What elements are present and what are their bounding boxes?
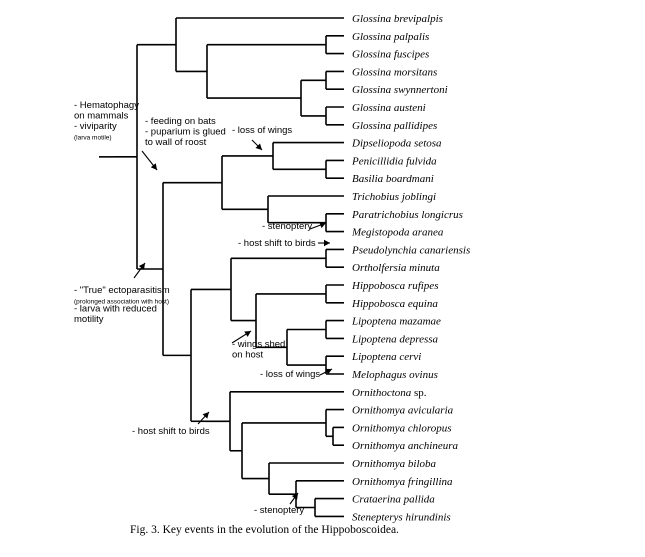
annotation-host-shift-birds-2: - host shift to birds <box>132 426 210 437</box>
taxon-label: Paratrichobius longicrus <box>351 209 463 221</box>
annotation-bats: - puparium is glued <box>145 127 226 138</box>
annotation-arrow <box>197 411 210 425</box>
taxon-label: Pseudolynchia canariensis <box>351 244 470 256</box>
annotation-true-ectoparasitism: motility <box>74 314 104 325</box>
annotation-bats: - feeding on bats <box>145 116 216 127</box>
taxon-label: Lipoptena cervi <box>351 351 421 363</box>
taxon-label: Stenepterys hirundinis <box>352 511 451 523</box>
annotation-bats: to wall of roost <box>145 137 207 148</box>
taxon-label: Basilia boardmani <box>352 173 434 185</box>
taxon-label: Ornithomya biloba <box>352 458 437 470</box>
annotation-arrow <box>319 368 333 376</box>
annotation-hematophagy: - Hematophagy <box>74 100 139 111</box>
taxon-label: Glossina pallidipes <box>352 120 437 132</box>
tree-branches <box>99 17 344 518</box>
annotation-arrow <box>309 222 327 230</box>
taxon-label: Dipseliopoda setosa <box>351 138 442 150</box>
figure-caption: Fig. 3. Key events in the evolution of t… <box>130 524 399 536</box>
taxon-label: Ornithomya chloropus <box>352 422 452 434</box>
taxon-label: Ortholfersia minuta <box>352 262 440 274</box>
annotation-arrow <box>141 150 158 171</box>
annotation-arrow <box>133 262 146 279</box>
annotation-wings-shed: - wings shed <box>232 339 285 350</box>
taxon-label: Melophagus ovinus <box>351 369 438 381</box>
annotation-true-ectoparasitism: (prolonged association with host) <box>74 299 169 306</box>
taxon-label: Glossina austeni <box>352 102 426 114</box>
annotation-true-ectoparasitism: - "True" ectoparasitism <box>74 285 170 296</box>
annotation-arrow <box>318 239 330 247</box>
taxon-label: Hippobosca rufipes <box>351 280 438 292</box>
annotation-wings-shed: on host <box>232 350 264 361</box>
taxon-label: Crataerina pallida <box>352 494 435 506</box>
annotation-loss-wings-2: - loss of wings <box>260 369 320 380</box>
taxon-label: Glossina morsitans <box>352 66 437 78</box>
annotation-loss-wings-1: - loss of wings <box>232 125 292 136</box>
taxon-label: Penicillidia fulvida <box>351 155 437 167</box>
annotation-true-ectoparasitism: - larva with reduced <box>74 304 157 315</box>
taxon-label: Ornithoctona sp. <box>352 387 427 399</box>
taxon-label: Megistopoda aranea <box>351 227 444 239</box>
annotation-hematophagy: (larva motile) <box>74 135 112 142</box>
annotation-arrow <box>231 330 252 344</box>
annotation-arrow <box>289 492 299 505</box>
taxon-label: Ornithomya anchineura <box>352 440 459 452</box>
taxon-label: Ornithomya fringillina <box>352 476 453 488</box>
taxon-label: Lipoptena mazamae <box>351 316 441 328</box>
taxon-label: Glossina palpalis <box>352 31 429 43</box>
taxon-label: Glossina fuscipes <box>352 49 429 61</box>
taxon-label: Hippobosca equina <box>351 298 438 310</box>
taxon-label: Trichobius joblingi <box>352 191 436 203</box>
annotation-stenoptery-1: - stenoptery <box>262 221 312 232</box>
taxon-label: Ornithomya avicularia <box>352 405 454 417</box>
annotation-hematophagy: on mammals <box>74 111 129 122</box>
event-arrows <box>133 139 333 505</box>
taxon-label: Glossina swynnertoni <box>352 84 448 96</box>
annotation-arrow <box>251 139 263 151</box>
taxon-label: Lipoptena depressa <box>351 333 439 345</box>
annotation-hematophagy: - viviparity <box>74 121 117 132</box>
annotation-stenoptery-2: - stenoptery <box>254 505 304 516</box>
annotation-host-shift-birds-1: - host shift to birds <box>238 238 316 249</box>
taxon-label: Glossina brevipalpis <box>352 13 443 25</box>
